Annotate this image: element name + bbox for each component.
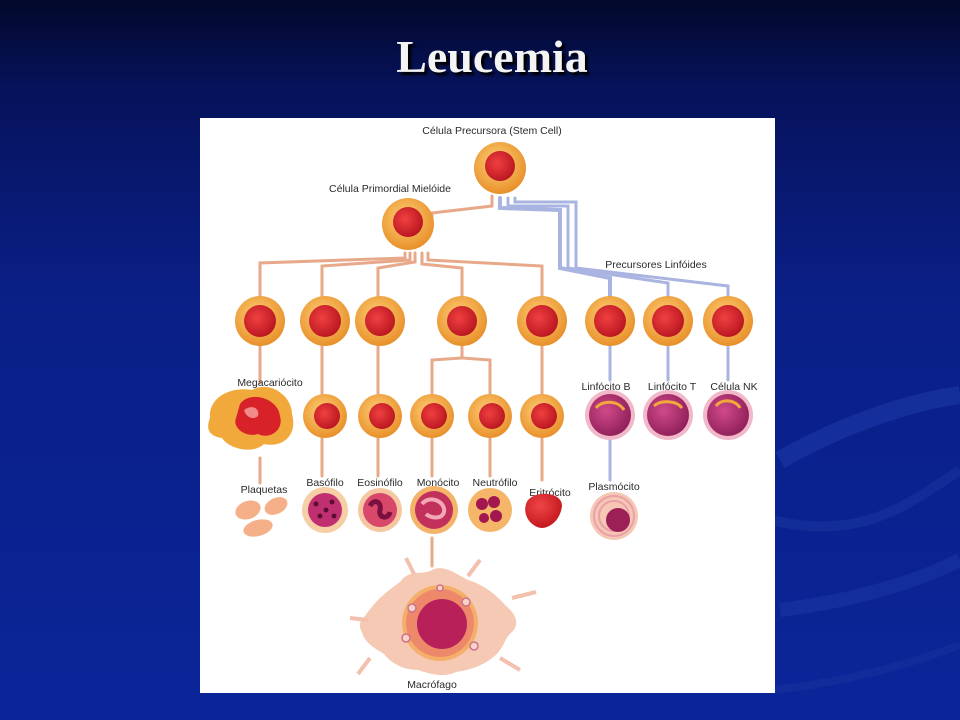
plasma-cell: [590, 492, 638, 540]
connector-lines: [258, 194, 730, 568]
progenitor-cell: [235, 296, 285, 346]
progenitor-cell: [300, 296, 350, 346]
diagram-svg: Célula Precursora (Stem Cell) Célula Pri…: [208, 125, 758, 691]
b-lymphocyte-cell: [585, 390, 635, 440]
line-stem-to-lymphoid: [498, 196, 612, 298]
label-nk-cell: Célula NK: [710, 381, 757, 393]
basophil-cell: [302, 487, 348, 533]
label-t-lymphocyte: Linfócito T: [648, 381, 697, 393]
eosinophil-precursor: [358, 394, 402, 438]
label-eosinophil: Eosinófilo: [357, 477, 403, 489]
label-basophil: Basófilo: [306, 477, 344, 489]
label-stem-cell: Célula Precursora (Stem Cell): [422, 125, 561, 137]
nk-cell: [703, 390, 753, 440]
macrophage-cell: [349, 557, 537, 676]
erythroid-precursor: [520, 394, 564, 438]
progenitor-row: [235, 296, 753, 346]
lymphoid-progenitor-cell: [643, 296, 693, 346]
label-macrophage: Macrófago: [407, 679, 457, 691]
neutrophil-cell: [468, 488, 512, 532]
label-platelets: Plaquetas: [241, 484, 288, 496]
megakaryocyte-cell: [208, 386, 294, 450]
label-myeloid: Célula Primordial Mielóide: [329, 183, 451, 195]
progenitor-cell: [437, 296, 487, 346]
erythrocyte-cell: [525, 493, 562, 528]
label-neutrophil: Neutrófilo: [473, 477, 518, 489]
line-myeloid-fan: [258, 251, 407, 300]
neutrophil-precursor: [468, 394, 512, 438]
stem-cell: [474, 142, 526, 194]
myeloid-primordial-cell: [382, 198, 434, 250]
label-megakaryocyte: Megacariócito: [237, 377, 303, 389]
progenitor-cell: [517, 296, 567, 346]
label-b-lymphocyte: Linfócito B: [581, 381, 630, 393]
lymphoid-progenitor-cell: [585, 296, 635, 346]
platelets: [235, 497, 288, 537]
label-monocyte: Monócito: [417, 477, 460, 489]
monocyte-cell: [410, 486, 458, 534]
progenitor-cell: [355, 296, 405, 346]
label-plasma-cell: Plasmócito: [588, 481, 640, 493]
t-lymphocyte-cell: [643, 390, 693, 440]
monocyte-precursor: [410, 394, 454, 438]
slide-title: Leucemia: [396, 31, 588, 82]
eosinophil-cell: [358, 488, 402, 532]
hematopoiesis-diagram: Célula Precursora (Stem Cell) Célula Pri…: [200, 118, 775, 693]
line-stem-to-myeloid: [430, 194, 494, 220]
lymphoid-progenitor-cell: [703, 296, 753, 346]
basophil-precursor: [303, 394, 347, 438]
label-lymphoid-precursors: Precursores Linfóides: [605, 259, 707, 271]
